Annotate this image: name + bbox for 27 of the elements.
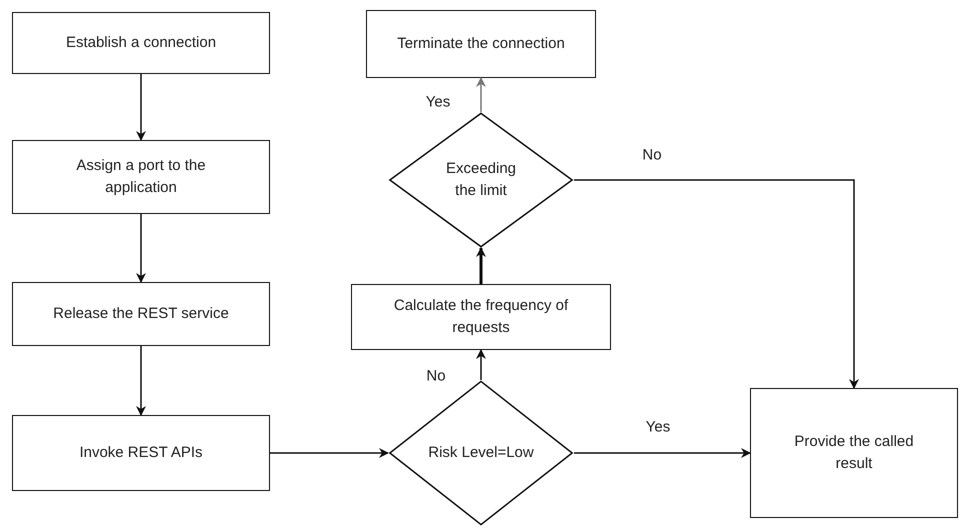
arrow bbox=[136, 346, 146, 416]
arrow bbox=[136, 214, 146, 283]
arrow bbox=[136, 74, 146, 141]
node-label: Risk Level=Low bbox=[428, 443, 534, 464]
arrow bbox=[476, 349, 486, 380]
arrow bbox=[476, 247, 486, 284]
node-label: Invoke REST APIs bbox=[79, 443, 203, 464]
process-box bbox=[12, 140, 270, 214]
node-label: Assign a port to the application bbox=[75, 156, 207, 198]
node-label: Establish a connection bbox=[66, 33, 216, 54]
process-box bbox=[366, 10, 596, 78]
decision-diamond bbox=[388, 380, 574, 526]
node-label: Terminate the connection bbox=[397, 34, 565, 54]
arrow bbox=[476, 77, 486, 112]
node-label: Calculate the frequency of requests bbox=[392, 296, 570, 338]
process-box bbox=[351, 284, 611, 350]
node-label: Provide the called result bbox=[793, 432, 915, 474]
arrow bbox=[574, 448, 751, 458]
process-box bbox=[12, 282, 270, 346]
arrow bbox=[574, 179, 859, 389]
process-box bbox=[12, 415, 270, 491]
process-box bbox=[12, 12, 270, 74]
arrow bbox=[270, 448, 389, 458]
decision-diamond bbox=[388, 112, 574, 248]
process-box bbox=[750, 388, 958, 518]
node-label: Exceeding the limit bbox=[444, 159, 518, 201]
node-label: Release the REST service bbox=[53, 304, 229, 324]
